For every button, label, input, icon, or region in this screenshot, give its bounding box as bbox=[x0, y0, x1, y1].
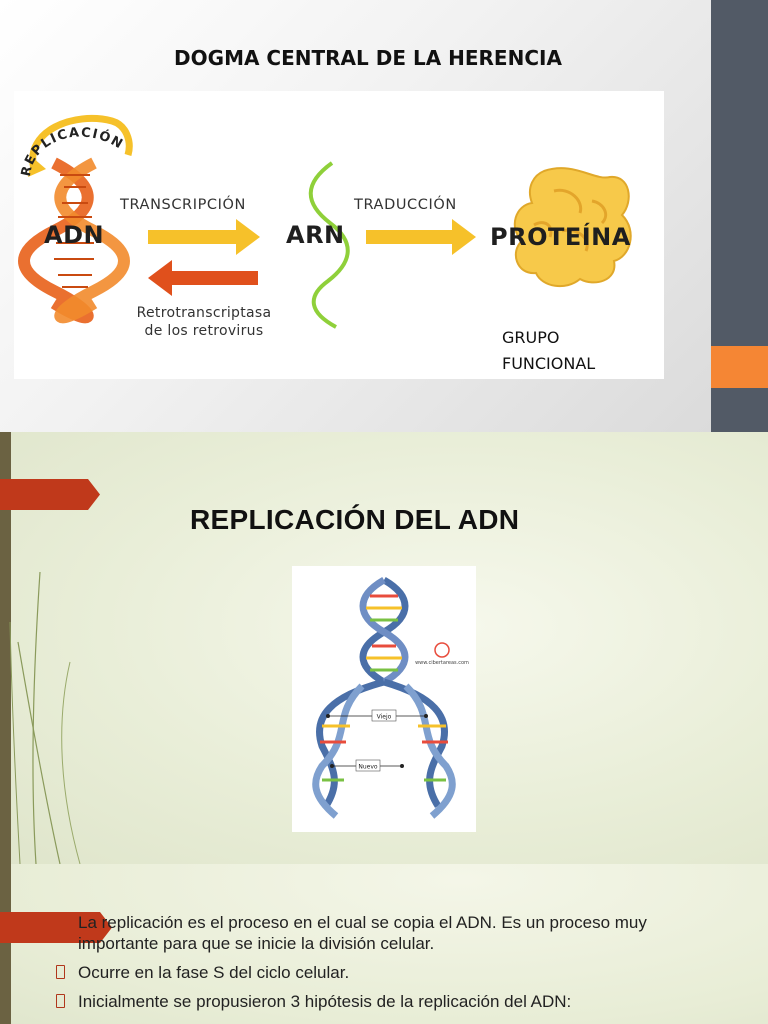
label-retrotranscriptasa: Retrotranscriptasa de los retrovirus bbox=[114, 304, 294, 340]
slide-replicacion: REPLICACIÓN DEL ADN bbox=[0, 432, 768, 864]
retro-line-1: Retrotranscriptasa bbox=[136, 305, 272, 321]
replication-arrowhead bbox=[28, 157, 46, 177]
bullet-icon bbox=[56, 965, 65, 979]
paragraph-1-text: La replicación es el proceso en el cual … bbox=[78, 913, 647, 953]
reverse-transcription-arrow bbox=[148, 260, 258, 296]
label-arn: ARN bbox=[286, 221, 345, 249]
label-traduccion: TRADUCCIÓN bbox=[354, 197, 457, 213]
slide-title-tab bbox=[0, 912, 112, 943]
rna-strand-icon bbox=[308, 161, 350, 329]
dna-replication-graphic: Viejo Nuevo www.cibertareas.com bbox=[312, 576, 469, 819]
paragraph-2: Ocurre en la fase S del ciclo celular. bbox=[56, 962, 716, 983]
paragraph-1: La replicación es el proceso en el cual … bbox=[56, 912, 716, 954]
dna-helix-icon bbox=[18, 157, 130, 324]
decorative-branches bbox=[9, 571, 81, 864]
slide-left-stripe bbox=[0, 864, 11, 1024]
translation-arrow bbox=[366, 219, 476, 255]
retro-line-2: de los retrovirus bbox=[144, 323, 264, 339]
protein-icon bbox=[513, 167, 632, 288]
slide-dogma-central: DOGMA CENTRAL DE LA HERENCIA bbox=[0, 0, 768, 432]
replication-loop-arrow bbox=[29, 114, 133, 170]
label-proteina: PROTEÍNA bbox=[490, 223, 631, 251]
slide-replicacion-texto: La replicación es el proceso en el cual … bbox=[0, 864, 768, 1024]
paragraph-3: Inicialmente se propusieron 3 hipótesis … bbox=[56, 991, 716, 1012]
dna-replication-image: Viejo Nuevo www.cibertareas.com bbox=[292, 566, 476, 832]
dogma-diagram: ADN ARN PROTEÍNA TRANSCRIPCIÓN TRADUCCIÓ… bbox=[14, 91, 664, 379]
slide-sidebar-accent bbox=[711, 346, 768, 388]
label-nuevo: Nuevo bbox=[358, 764, 378, 771]
label-replicacion: REPLICACIÓN bbox=[18, 119, 142, 179]
bullet-icon bbox=[56, 994, 65, 1008]
slide-title: DOGMA CENTRAL DE LA HERENCIA bbox=[174, 46, 562, 70]
label-transcripcion: TRANSCRIPCIÓN bbox=[120, 197, 246, 213]
paragraph-3-text: Inicialmente se propusieron 3 hipótesis … bbox=[78, 992, 572, 1011]
transcription-arrow bbox=[148, 219, 260, 255]
dogma-diagram-graphic bbox=[18, 114, 632, 329]
replicacion-curved-text: REPLICACIÓN bbox=[19, 125, 126, 177]
label-grupo-funcional: GRUPO FUNCIONAL bbox=[502, 325, 595, 377]
slide-title: REPLICACIÓN DEL ADN bbox=[190, 504, 520, 535]
bullet-list: La replicación es el proceso en el cual … bbox=[56, 912, 716, 1020]
paragraph-2-text: Ocurre en la fase S del ciclo celular. bbox=[78, 963, 350, 982]
label-viejo: Viejo bbox=[377, 714, 392, 721]
grupo-line-2: FUNCIONAL bbox=[502, 354, 596, 373]
label-adn: ADN bbox=[44, 221, 105, 249]
grupo-line-1: GRUPO bbox=[502, 328, 560, 347]
watermark-text: www.cibertareas.com bbox=[415, 660, 469, 666]
slide-title-tab bbox=[0, 479, 100, 510]
svg-text:REPLICACIÓN: REPLICACIÓN bbox=[19, 125, 126, 177]
slide-left-stripe bbox=[0, 432, 11, 864]
